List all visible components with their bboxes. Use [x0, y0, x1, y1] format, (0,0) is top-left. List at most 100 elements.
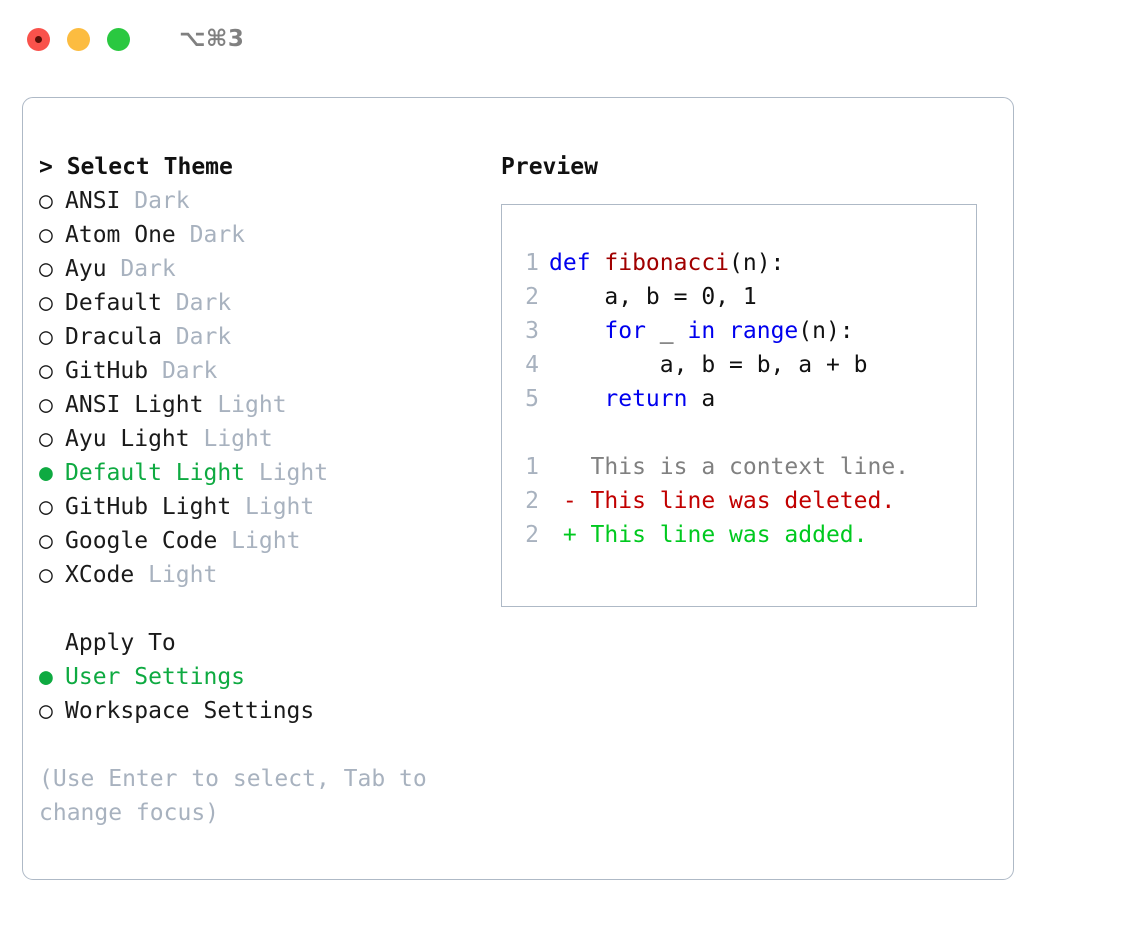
apply-to-option-1[interactable]: ○ Workspace Settings	[39, 694, 499, 728]
option-label: Workspace Settings	[65, 698, 315, 724]
token-kw: def	[549, 250, 605, 276]
token-plain	[549, 318, 604, 344]
code-text: + This line was added.	[549, 518, 868, 552]
diff-line: 2 - This line was deleted.	[515, 484, 968, 518]
radio-unselected-icon: ○	[39, 290, 53, 316]
line-number: 2	[525, 522, 539, 548]
radio-unselected-icon: ○	[39, 426, 53, 452]
apply-to-header: Apply To	[65, 630, 176, 656]
code-line: 5 return a	[515, 382, 968, 416]
option-label: Atom One	[65, 222, 176, 248]
token-kw: in range	[687, 318, 799, 344]
maximize-window-button[interactable]	[107, 27, 130, 51]
theme-option-0[interactable]: ○ ANSI Dark	[39, 184, 499, 218]
theme-option-6[interactable]: ○ ANSI Light Light	[39, 388, 499, 422]
theme-option-9[interactable]: ○GitHub Light Light	[39, 490, 499, 524]
code-text: return a	[549, 382, 715, 416]
option-variant-tag: Dark	[175, 222, 246, 248]
keyboard-shortcut-label: ⌥⌘3	[179, 26, 245, 52]
option-label: GitHub Light	[65, 494, 232, 520]
theme-option-2[interactable]: ○ Ayu Dark	[39, 252, 499, 286]
code-text: def fibonacci(n):	[549, 246, 784, 280]
token-ctx: This is a context line.	[549, 454, 910, 480]
line-number: 1	[525, 454, 539, 480]
radio-unselected-icon: ○	[39, 698, 53, 724]
option-label: Ayu Light	[65, 426, 190, 452]
token-del: - This line was deleted.	[549, 488, 896, 514]
theme-option-5[interactable]: ○GitHub Dark	[39, 354, 499, 388]
code-text: - This line was deleted.	[549, 484, 895, 518]
option-variant-tag: Light	[189, 426, 273, 452]
code-diff-gap	[515, 416, 968, 450]
token-plain	[549, 386, 604, 412]
theme-option-7[interactable]: ○ Ayu Light Light	[39, 422, 499, 456]
code-line: 4 a, b = b, a + b	[515, 348, 968, 382]
option-variant-tag: Dark	[106, 256, 176, 282]
radio-unselected-icon: ○	[39, 358, 53, 384]
radio-unselected-icon: ○	[39, 392, 53, 418]
option-variant-tag: Light	[203, 392, 287, 418]
theme-option-11[interactable]: ○XCode Light	[39, 558, 499, 592]
option-variant-tag: Light	[134, 562, 218, 588]
theme-option-4[interactable]: ○ Dracula Dark	[39, 320, 499, 354]
token-plain: a, b = b, a + b	[549, 352, 868, 378]
option-variant-tag: Light	[231, 494, 315, 520]
theme-option-1[interactable]: ○ Atom One Dark	[39, 218, 499, 252]
token-plain: (n):	[798, 318, 854, 344]
option-variant-tag: Light	[217, 528, 301, 554]
line-number: 4	[525, 352, 539, 378]
token-plain: a	[687, 386, 716, 412]
title-bar: ⌥⌘3	[0, 0, 1140, 78]
option-label: ANSI	[65, 188, 121, 214]
apply-to-option-list: ●User Settings ○ Workspace Settings	[39, 660, 499, 728]
option-label: XCode	[65, 562, 135, 588]
code-text: This is a context line.	[549, 450, 910, 484]
token-kw: for	[604, 318, 646, 344]
token-plain: (n):	[729, 250, 785, 276]
preview-title: Preview	[501, 154, 598, 180]
code-text: a, b = 0, 1	[549, 280, 756, 314]
theme-list-column: > Select Theme ○ANSI Dark○Atom One Dark○…	[39, 150, 499, 830]
option-variant-tag: Dark	[161, 290, 232, 316]
option-variant-tag: Dark	[161, 324, 232, 350]
radio-unselected-icon: ○	[39, 324, 53, 350]
theme-option-3[interactable]: ○Default Dark	[39, 286, 499, 320]
minimize-window-button[interactable]	[67, 27, 90, 51]
theme-option-8[interactable]: ●Default Light Light	[39, 456, 499, 490]
code-text: for _ in range(n):	[549, 314, 854, 348]
code-line: 3 for _ in range(n):	[515, 314, 968, 348]
option-variant-tag: Dark	[120, 188, 190, 214]
line-number: 5	[525, 386, 539, 412]
window-controls	[27, 27, 130, 51]
token-plain: _	[645, 318, 688, 344]
help-text: (Use Enter to select, Tab to change focu…	[39, 766, 427, 826]
select-theme-header: > Select Theme	[39, 154, 233, 180]
apply-to-option-0[interactable]: ●User Settings	[39, 660, 499, 694]
token-kw: return	[604, 386, 688, 412]
line-number: 3	[525, 318, 539, 344]
option-label: Ayu	[65, 256, 107, 282]
theme-option-10[interactable]: ○Google Code Light	[39, 524, 499, 558]
diff-line: 1 This is a context line.	[515, 450, 968, 484]
token-add: + This line was added.	[549, 522, 868, 548]
option-label: User Settings	[65, 664, 246, 690]
token-fn: fibonacci	[604, 250, 730, 276]
line-number: 1	[525, 250, 539, 276]
code-line: 2 a, b = 0, 1	[515, 280, 968, 314]
option-label: ANSI Light	[65, 392, 204, 418]
close-window-button[interactable]	[27, 27, 50, 51]
diff-line: 2 + This line was added.	[515, 518, 968, 552]
option-label: Dracula	[65, 324, 162, 350]
code-line: 1 def fibonacci(n):	[515, 246, 968, 280]
radio-unselected-icon: ○	[39, 256, 53, 282]
option-variant-tag: Dark	[148, 358, 218, 384]
radio-unselected-icon: ○	[39, 528, 53, 554]
theme-option-list: ○ANSI Dark○Atom One Dark○Ayu Dark○Defaul…	[39, 184, 499, 592]
radio-unselected-icon: ○	[39, 222, 53, 248]
radio-unselected-icon: ○	[39, 188, 53, 214]
